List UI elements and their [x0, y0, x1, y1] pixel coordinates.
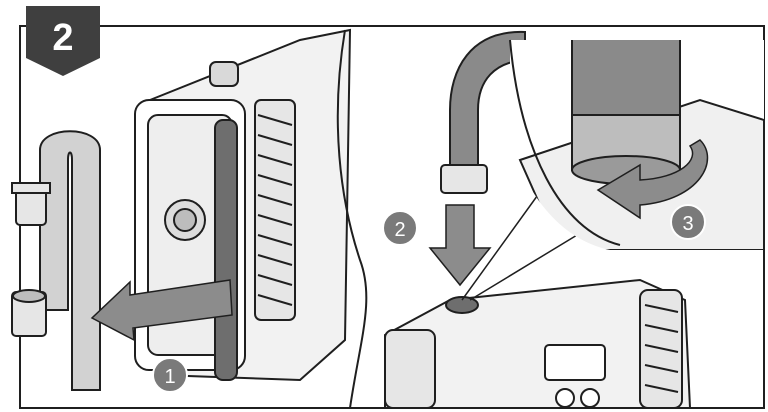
unit-grille-left [384, 329, 436, 409]
inset-hose [571, 40, 681, 121]
filter-port-inner [173, 208, 197, 232]
hose-connector-bottom-mouth [12, 289, 46, 303]
callout-1-circle [152, 357, 188, 393]
section-divider [336, 29, 368, 409]
unit-dial-1 [555, 388, 575, 408]
inset-outline [509, 39, 621, 246]
step-number: 2 [52, 17, 73, 59]
hose-tube [39, 130, 101, 391]
unit-grille-slats [644, 304, 679, 393]
arrow-insert-down [428, 204, 492, 287]
hose-illustration [11, 130, 101, 391]
top-knob [209, 61, 239, 87]
inlet-port [445, 296, 479, 314]
arrow-rotate [596, 139, 709, 220]
callout-3-label: 3 [682, 213, 693, 235]
hose-insert-illustration [384, 30, 692, 409]
callout-2-label: 2 [394, 219, 405, 241]
callout-1-label: 1 [164, 366, 175, 388]
arrow-remove-left [90, 279, 233, 342]
filter-seal [214, 119, 238, 381]
detail-inset [509, 39, 764, 250]
callout-2-circle [382, 210, 418, 246]
unit-display [544, 344, 606, 381]
hose-connector-top-ring [11, 182, 51, 194]
hose-tip-right [440, 164, 488, 194]
grille-slats [257, 114, 293, 306]
zoom-line-left [461, 191, 541, 301]
callout-3-circle [670, 204, 706, 240]
step-badge: 2 [26, 6, 100, 76]
callout-2: 2 [382, 210, 418, 246]
unit-dial-2 [580, 388, 600, 408]
callout-3: 3 [670, 204, 706, 240]
step-badge-shape [26, 6, 100, 76]
side-grille [254, 99, 296, 321]
callout-1: 1 [152, 357, 188, 393]
tool-body-left [134, 28, 352, 382]
